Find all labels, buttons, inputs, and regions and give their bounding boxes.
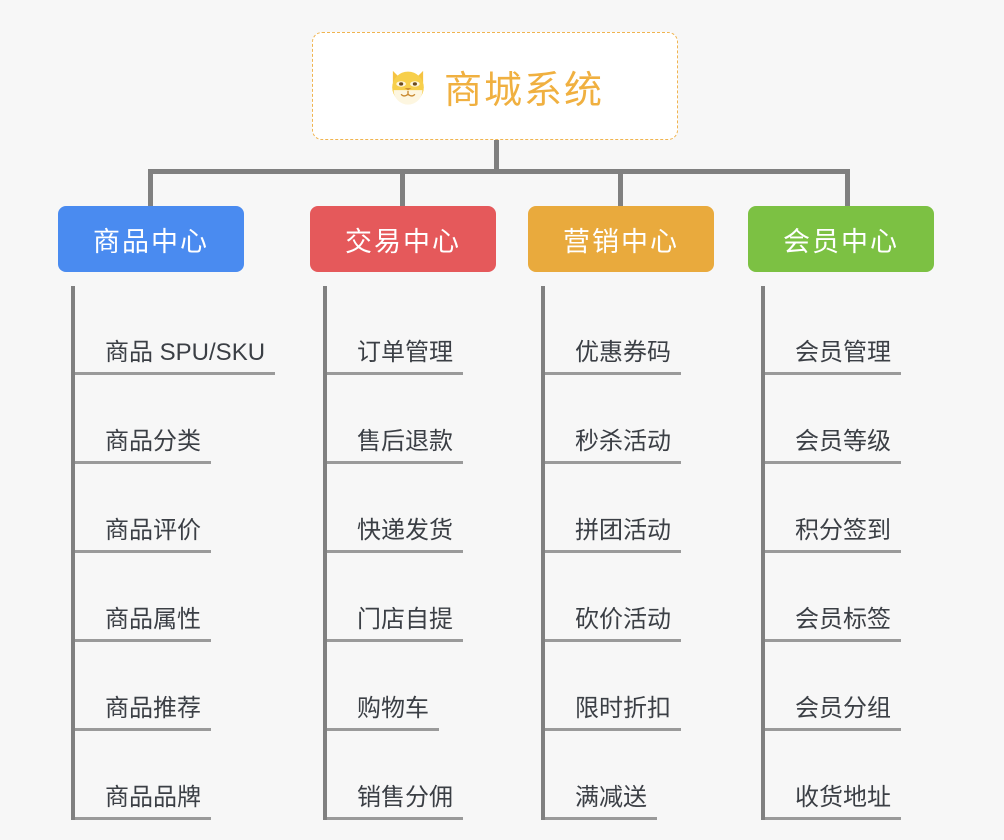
dog-face-icon [386, 64, 430, 108]
branch-column-4: 会员中心 会员管理 会员等级 积分签到 会员标签 会员分组 收货地址 [748, 206, 968, 820]
leaf-item[interactable]: 秒杀活动 [545, 375, 743, 464]
leaf-item[interactable]: 优惠券码 [545, 286, 743, 375]
leaf-list-3: 优惠券码 秒杀活动 拼团活动 砍价活动 限时折扣 满减送 [541, 286, 743, 820]
leaf-label: 订单管理 [327, 339, 463, 375]
leaf-item[interactable]: 限时折扣 [545, 642, 743, 731]
leaf-item[interactable]: 会员等级 [765, 375, 968, 464]
leaf-label: 购物车 [327, 695, 439, 731]
leaf-label: 砍价活动 [545, 606, 681, 642]
leaf-item[interactable]: 商品推荐 [75, 642, 288, 731]
leaf-item[interactable]: 商品 SPU/SKU [75, 286, 288, 375]
leaf-item[interactable]: 会员分组 [765, 642, 968, 731]
leaf-item[interactable]: 会员管理 [765, 286, 968, 375]
leaf-item[interactable]: 会员标签 [765, 553, 968, 642]
leaf-item[interactable]: 砍价活动 [545, 553, 743, 642]
leaf-item[interactable]: 商品分类 [75, 375, 288, 464]
branch-column-1: 商品中心 商品 SPU/SKU 商品分类 商品评价 商品属性 商品推荐 商品品牌 [58, 206, 288, 820]
branch-card-1[interactable]: 商品中心 [58, 206, 244, 272]
branch-title-2: 交易中心 [345, 226, 461, 257]
leaf-label: 商品评价 [75, 517, 211, 553]
leaf-label: 商品推荐 [75, 695, 211, 731]
leaf-label: 限时折扣 [545, 695, 681, 731]
leaf-label: 商品属性 [75, 606, 211, 642]
leaf-label: 门店自提 [327, 606, 463, 642]
leaf-item[interactable]: 商品属性 [75, 553, 288, 642]
leaf-label: 销售分佣 [327, 784, 463, 820]
leaf-label: 满减送 [545, 784, 657, 820]
connector-root-stem [494, 140, 499, 172]
connector-drop-branch-3 [618, 169, 623, 207]
leaf-item[interactable]: 门店自提 [327, 553, 530, 642]
leaf-item[interactable]: 销售分佣 [327, 731, 530, 820]
leaf-item[interactable]: 积分签到 [765, 464, 968, 553]
leaf-label: 售后退款 [327, 428, 463, 464]
leaf-label: 快递发货 [327, 517, 463, 553]
leaf-item[interactable]: 快递发货 [327, 464, 530, 553]
branch-card-3[interactable]: 营销中心 [528, 206, 714, 272]
branch-column-2: 交易中心 订单管理 售后退款 快递发货 门店自提 购物车 销售分佣 [310, 206, 530, 820]
connector-drop-branch-4 [845, 169, 850, 207]
leaf-item[interactable]: 商品品牌 [75, 731, 288, 820]
branch-column-3: 营销中心 优惠券码 秒杀活动 拼团活动 砍价活动 限时折扣 满减送 [528, 206, 743, 820]
leaf-item[interactable]: 售后退款 [327, 375, 530, 464]
leaf-label: 秒杀活动 [545, 428, 681, 464]
leaf-label: 商品分类 [75, 428, 211, 464]
leaf-label: 会员标签 [765, 606, 901, 642]
leaf-label: 优惠券码 [545, 339, 681, 375]
branch-title-3: 营销中心 [563, 226, 679, 257]
leaf-label: 积分签到 [765, 517, 901, 553]
leaf-label: 拼团活动 [545, 517, 681, 553]
leaf-item[interactable]: 订单管理 [327, 286, 530, 375]
connector-drop-branch-1 [148, 169, 153, 207]
connector-drop-branch-2 [400, 169, 405, 207]
leaf-item[interactable]: 收货地址 [765, 731, 968, 820]
leaf-list-4: 会员管理 会员等级 积分签到 会员标签 会员分组 收货地址 [761, 286, 968, 820]
leaf-item[interactable]: 商品评价 [75, 464, 288, 553]
leaf-label: 商品 SPU/SKU [75, 339, 276, 375]
connector-horizontal-bus [148, 169, 848, 174]
branch-title-1: 商品中心 [93, 226, 209, 257]
branch-card-4[interactable]: 会员中心 [748, 206, 934, 272]
leaf-item[interactable]: 满减送 [545, 731, 743, 820]
root-node[interactable]: 商城系统 [312, 32, 678, 140]
leaf-list-1: 商品 SPU/SKU 商品分类 商品评价 商品属性 商品推荐 商品品牌 [71, 286, 288, 820]
leaf-list-2: 订单管理 售后退款 快递发货 门店自提 购物车 销售分佣 [323, 286, 530, 820]
leaf-label: 收货地址 [765, 784, 901, 820]
branch-title-4: 会员中心 [783, 226, 899, 257]
leaf-label: 商品品牌 [75, 784, 211, 820]
leaf-label: 会员分组 [765, 695, 901, 731]
leaf-label: 会员等级 [765, 428, 901, 464]
root-title: 商城系统 [443, 69, 604, 112]
leaf-item[interactable]: 购物车 [327, 642, 530, 731]
leaf-item[interactable]: 拼团活动 [545, 464, 743, 553]
leaf-label: 会员管理 [765, 339, 901, 375]
branch-card-2[interactable]: 交易中心 [310, 206, 496, 272]
